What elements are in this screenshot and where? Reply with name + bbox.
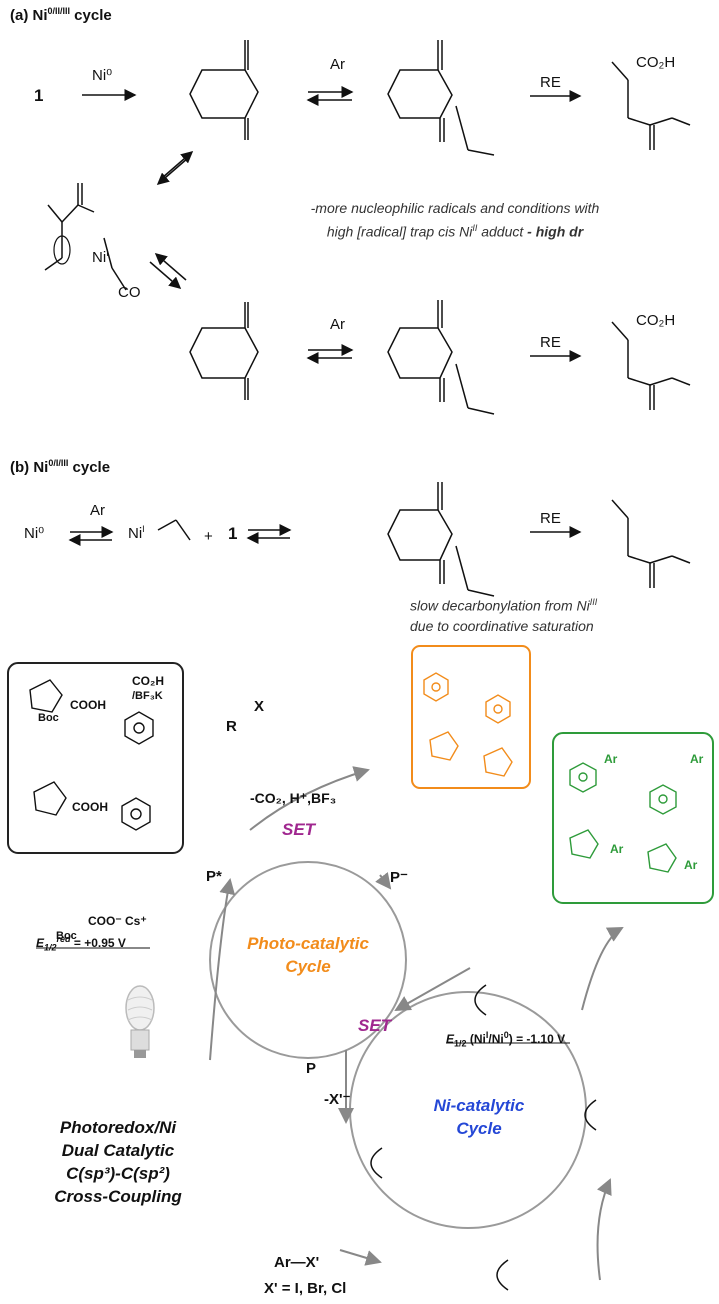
ligand-arc-ni1 [474, 984, 487, 1016]
radical-orbital-icon [53, 235, 71, 265]
substrate-box [7, 662, 184, 854]
a-acid-top: CO₂H [636, 54, 676, 71]
tetrahydrofuranyl-radical-icon [483, 747, 513, 777]
benzyl-product-icon [569, 762, 597, 793]
ligand-arc-ni2 [496, 1259, 509, 1291]
arx-label: Ar—X' [274, 1254, 320, 1271]
photo-cycle-ring [209, 861, 407, 1059]
rx-x: X [254, 698, 265, 715]
a-bottom-row [189, 300, 691, 415]
acyl-ni-label: NiI [92, 248, 109, 266]
benzyl-radical-icon [423, 672, 449, 702]
prod-ar-2: Ar [690, 752, 704, 766]
b-ni0: Ni⁰ [24, 525, 45, 542]
reductive-elimination-arrow [581, 927, 624, 1011]
x-def-label: X' = I, Br, Cl [264, 1280, 347, 1297]
x-loss-label: -X'⁻ [324, 1091, 351, 1108]
b-start: 1 [228, 524, 238, 543]
prod-ar-1: Ar [604, 752, 618, 766]
excitation-arrow [209, 878, 236, 1061]
pro-cooh: COOH [70, 698, 106, 712]
set-lower: SET [358, 1016, 392, 1035]
light-bulb-icon [125, 985, 155, 1058]
prod-ar-3: Ar [610, 842, 624, 856]
aminomethyl-radical-icon [485, 694, 511, 724]
acyl-co-label: CO [118, 284, 141, 301]
dual-catalysis-title: Photoredox/Ni Dual Catalytic C(sp³)-C(sp… [54, 1118, 182, 1206]
set-upper: SET [282, 820, 316, 839]
panel-b-title: (b) Ni0/I/III cycle [10, 458, 111, 476]
a-ni0-reagent: Ni⁰ [92, 67, 113, 84]
panel-a-title: (a) Ni0/II/III cycle [10, 6, 112, 24]
a-re-bottom: RE [540, 334, 561, 351]
set-reduction-arrow [394, 967, 471, 1011]
decarbox-label: -CO₂, H⁺,BF₃ [250, 790, 337, 806]
thf-cooh: COOH [72, 800, 108, 814]
b-nii: NiI [128, 524, 145, 542]
benzene-ring [124, 711, 154, 745]
benzyl-bf3k: /BF₃K [132, 690, 163, 702]
e-ni-label: E1/2 (NiI/Ni0) = -1.10 V [446, 1030, 566, 1049]
proline-ring [29, 679, 63, 713]
pyrrolidinyl-radical-icon [429, 731, 459, 761]
b-row [68, 482, 691, 597]
rx-r: R [226, 718, 237, 735]
a-start-label: 1 [34, 86, 44, 105]
a-radical-top: Ar [330, 56, 345, 73]
ligand-arc-ni0 [370, 1147, 383, 1179]
pro-boc: Boc [38, 712, 59, 724]
a-note: -more nucleophilic radicals and conditio… [310, 200, 600, 240]
a-re-top: RE [540, 74, 561, 91]
p-ground: P [306, 1060, 317, 1077]
aniline-product-icon [649, 784, 677, 815]
pyrrolidine-product-icon [569, 829, 599, 859]
thf-ring [33, 781, 67, 816]
ligand-arc-ni3 [584, 1099, 597, 1131]
e-red-label: E1/2red = +0.95 V [36, 934, 126, 953]
b-plus: + [204, 528, 213, 545]
b-re: RE [540, 510, 561, 527]
p-star: P* [206, 868, 222, 885]
product-box [552, 732, 714, 904]
ni-cycle-label: Ni-catalytic Cycle [433, 1096, 525, 1138]
photo-cycle-label: Photo-catalytic Cycle [247, 934, 369, 976]
carboxylate-label: COO⁻ Cs⁺ [88, 914, 147, 928]
a-radical-bottom: Ar [330, 316, 345, 333]
benzyl-co2h: CO₂H [132, 674, 164, 688]
prod-ar-4: Ar [684, 858, 698, 872]
b-radical: Ar [90, 502, 105, 519]
carboxylate-boc: Boc [56, 930, 77, 942]
p-minus: P⁻ [390, 869, 408, 886]
b-note: slow decarbonylation from NiIII due to c… [410, 597, 598, 634]
a-acid-bottom: CO₂H [636, 312, 676, 329]
a-top-row [82, 40, 691, 156]
a-left-equilibria [44, 151, 194, 291]
radical-box [411, 645, 531, 789]
decarboxylation-arrow [249, 766, 370, 831]
thf-product-icon [647, 843, 677, 873]
aniline-ring [121, 797, 151, 831]
